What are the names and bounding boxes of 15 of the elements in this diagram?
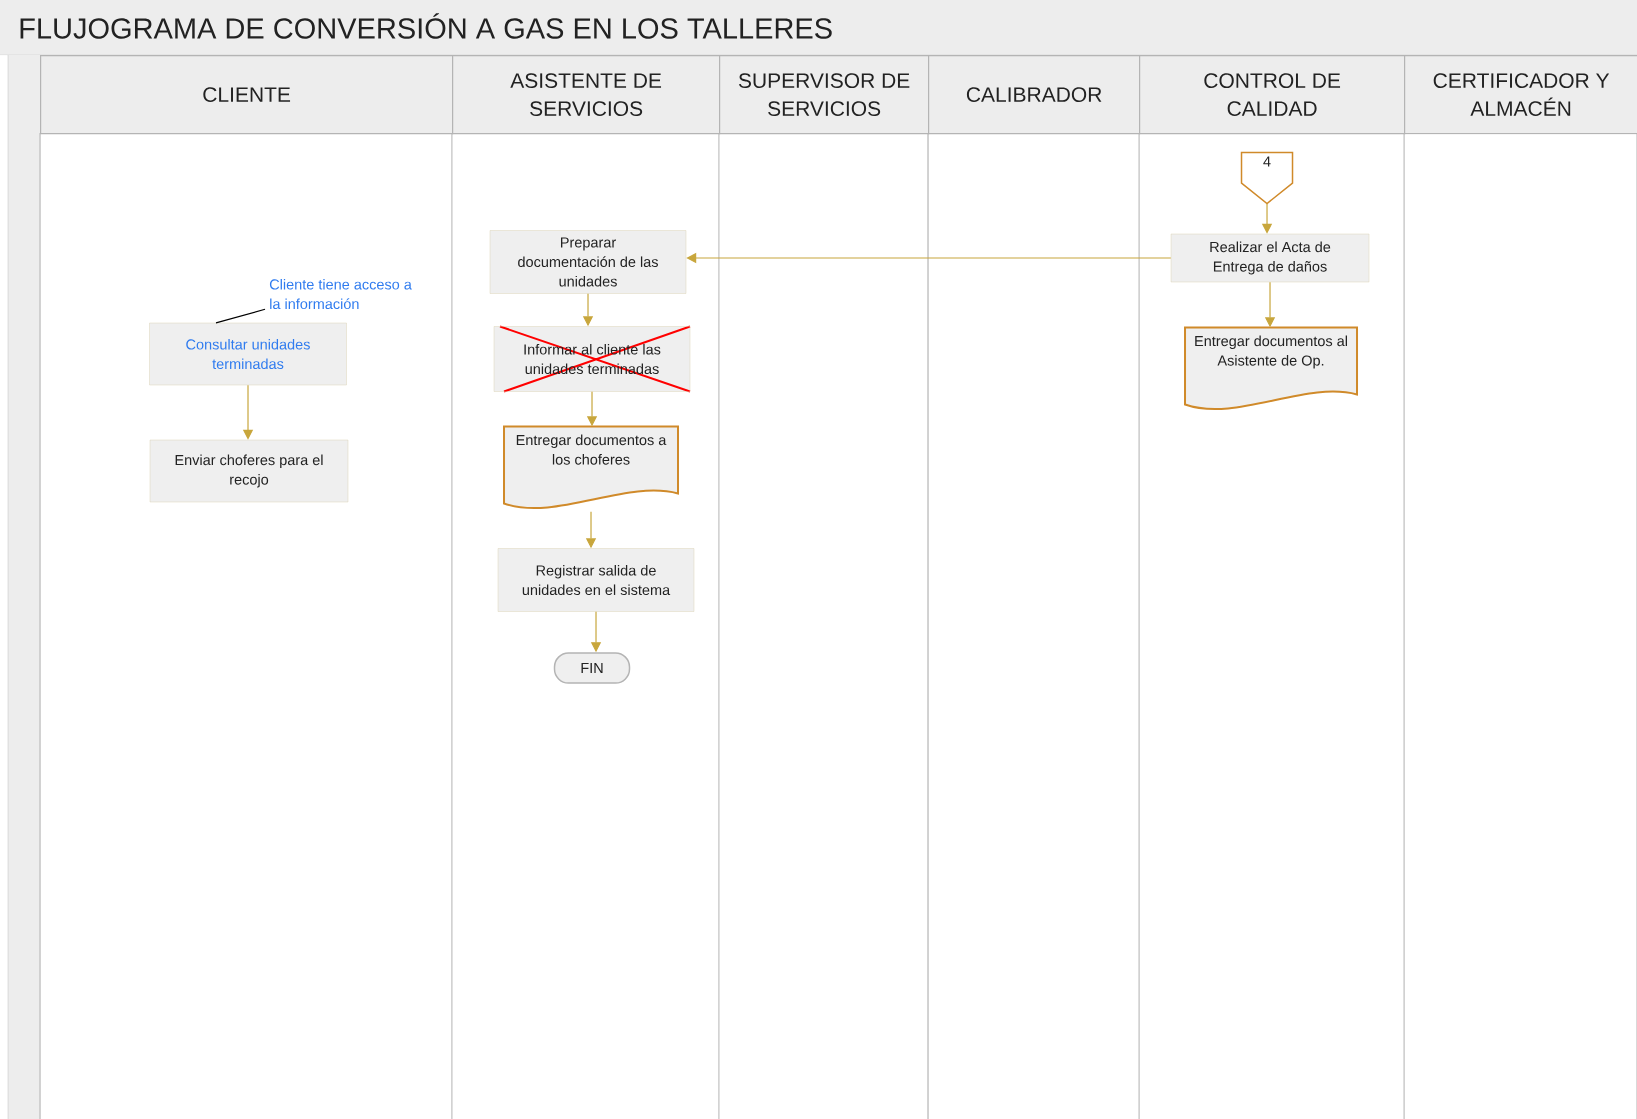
process-box: Enviar choferes para el recojo	[149, 439, 349, 503]
leader-line	[215, 308, 266, 324]
process-box: Realizar el Acta de Entrega de daños	[1170, 233, 1370, 283]
lane-header: CONTROL DE CALIDAD	[1139, 55, 1406, 135]
lane-header: CALIBRADOR	[928, 55, 1141, 135]
lane-header: CLIENTE	[40, 55, 454, 135]
terminator: FIN	[553, 652, 631, 684]
process-box: Consultar unidades terminadas	[149, 322, 347, 386]
annotation-text: Cliente tiene acceso a la información	[269, 278, 412, 310]
process-box: Registrar salida de unidades en el sistema	[497, 548, 695, 612]
lane-header: ASISTENTE DE SERVICIOS	[452, 55, 721, 135]
lane-header: SUPERVISOR DE SERVICIOS	[719, 55, 930, 135]
lane-header: CERTIFICADOR Y ALMACÉN	[1404, 55, 1637, 135]
off-page-connector: 4	[1240, 151, 1294, 205]
process-box: Preparar documentación de las unidades	[489, 230, 687, 294]
